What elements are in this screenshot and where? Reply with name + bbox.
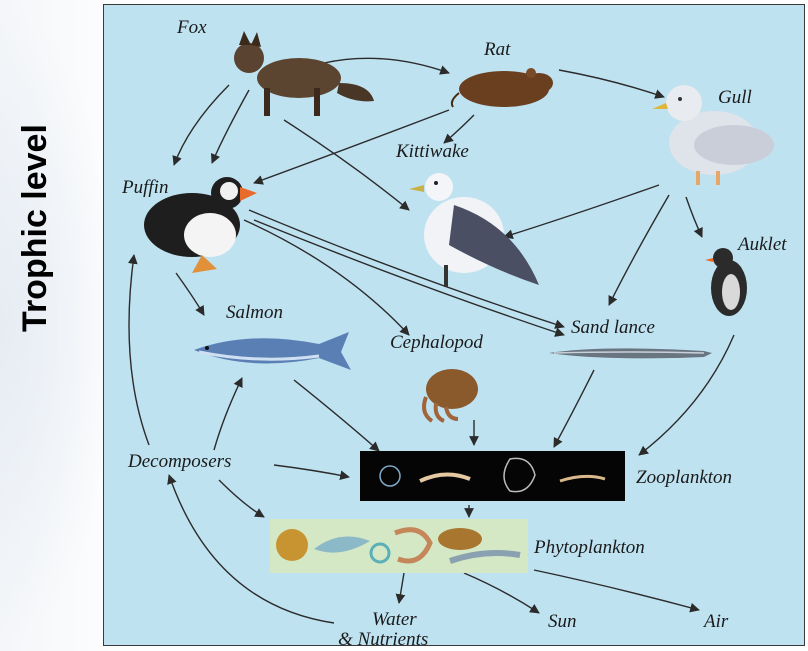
arrow-rat-kittiwake [444, 115, 474, 143]
arrow-decomposers-puffin [129, 255, 149, 445]
sand-lance-icon [544, 343, 714, 363]
node-rat: Rat [484, 39, 510, 61]
node-fox: Fox [177, 17, 207, 39]
node-zooplankton: Zooplankton [636, 467, 732, 489]
node-cephalopod: Cephalopod [390, 332, 483, 354]
trophic-level-label: Trophic level [16, 78, 55, 378]
arrow-gull-auklet [686, 197, 702, 237]
node-salmon: Salmon [226, 302, 283, 324]
gull-icon [644, 63, 784, 193]
node-sand-lance: Sand lance [571, 317, 655, 339]
fox-icon [219, 23, 379, 123]
arrow-decomposers-phytoplankton [219, 480, 264, 517]
arrow-phyto-sun [464, 573, 539, 613]
arrow-gull-sandlance [609, 195, 669, 305]
food-web-panel: Fox Rat Gull Kittiwake Puffin Auklet Sal… [103, 4, 805, 646]
arrow-phyto-water [399, 573, 404, 603]
node-decomposers: Decomposers [128, 451, 231, 473]
arrow-phyto-air [534, 570, 699, 610]
zooplankton-image [360, 451, 625, 501]
salmon-icon [189, 330, 354, 372]
cephalopod-icon [412, 363, 482, 423]
node-puffin: Puffin [122, 177, 168, 199]
node-kittiwake: Kittiwake [396, 141, 469, 163]
node-nutrients: & Nutrients [338, 629, 428, 651]
node-sun: Sun [548, 611, 577, 633]
rat-icon [449, 63, 559, 111]
node-gull: Gull [718, 87, 752, 109]
arrow-salmon-zooplankton [294, 380, 379, 451]
node-air: Air [704, 611, 728, 633]
arrow-decomposers-salmon [214, 378, 242, 450]
arrow-sandlance-zooplankton [554, 370, 594, 447]
node-auklet: Auklet [738, 234, 787, 256]
kittiwake-icon [394, 165, 544, 295]
node-water: Water [372, 609, 417, 631]
arrow-decomposers-zooplankton [274, 465, 349, 477]
phytoplankton-image [270, 519, 528, 573]
node-phytoplankton: Phytoplankton [534, 537, 645, 559]
